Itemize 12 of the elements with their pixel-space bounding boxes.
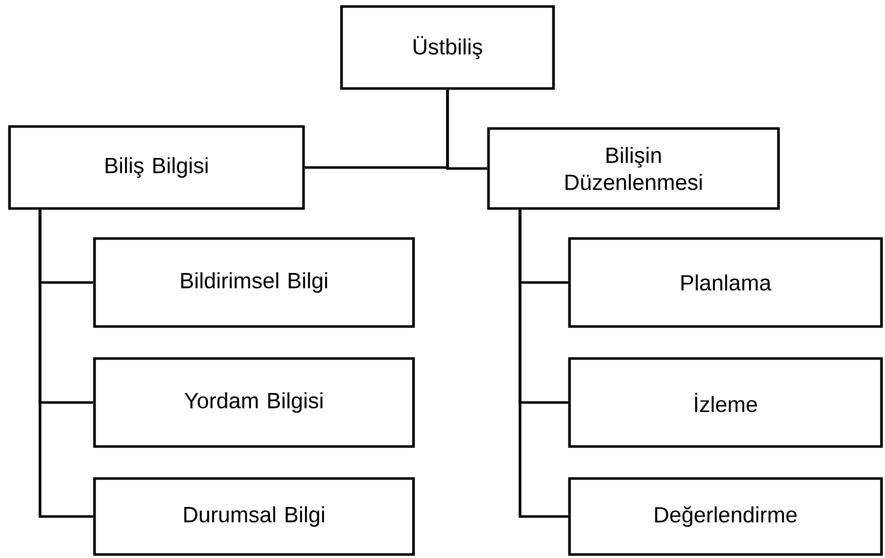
box: Durumsal Bilgi — [93, 477, 415, 556]
box: Planlama — [568, 237, 883, 328]
connector-line — [38, 210, 94, 518]
box: Bilişin Düzenlenmesi — [487, 127, 780, 210]
box: Değerlendirme — [568, 477, 883, 556]
box: Yordam Bilgisi — [93, 357, 415, 448]
box: İzleme — [568, 357, 883, 448]
box: Biliş Bilgisi — [8, 125, 305, 210]
box: Üstbiliş — [340, 5, 555, 90]
box: Bildirimsel Bilgi — [93, 237, 415, 328]
connector-line — [518, 210, 568, 518]
connector-line — [446, 90, 488, 170]
